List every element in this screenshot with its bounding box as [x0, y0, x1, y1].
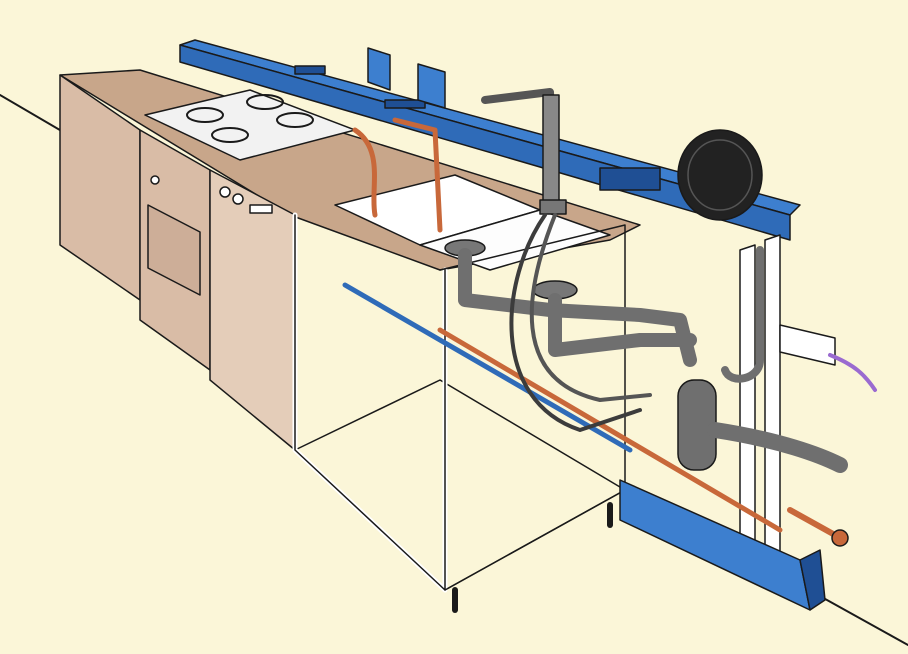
frying-pan [677, 129, 763, 221]
rail-slot-2 [384, 99, 426, 109]
dishwasher-hose [721, 246, 764, 383]
rail-slot-1 [294, 65, 326, 75]
copper-hose-right [392, 117, 443, 233]
valve-handle [831, 529, 849, 547]
rail-panel-1 [367, 47, 391, 91]
copper-pipe-run [437, 327, 783, 533]
frying-pan-inner [687, 139, 753, 211]
power-cable [828, 353, 877, 392]
dishwasher-buttons [249, 204, 273, 214]
cabinet-frame-outline [294, 214, 446, 591]
faucet-base [539, 199, 567, 215]
blue-pipe-run [342, 282, 633, 453]
power-socket [779, 324, 836, 366]
faucet-body [542, 94, 560, 206]
cooktop-burners [186, 94, 314, 143]
copper-valve [787, 507, 838, 538]
right-frame [439, 224, 626, 591]
drain-pipe-2 [548, 293, 697, 357]
waste-pipe [707, 422, 848, 473]
rail-panel-2 [417, 63, 446, 109]
sink-frame-post [739, 244, 756, 566]
dishwasher-knob-2 [232, 193, 244, 205]
oven-door [147, 204, 201, 296]
blue-rail-front [179, 44, 791, 241]
flex-hose-2 [529, 213, 652, 402]
rail-slot-grate [599, 167, 661, 191]
blue-floor-channel-side [799, 549, 826, 611]
copper-hose-left [352, 127, 378, 218]
blue-floor-channel [619, 479, 811, 611]
oven-knob [150, 175, 160, 185]
dishwasher-knob-1 [219, 186, 231, 198]
drain-pipe-main [458, 248, 697, 367]
sink-frame-post-2 [764, 234, 781, 561]
floor-line [0, 94, 66, 134]
flex-hose-1 [509, 213, 642, 432]
